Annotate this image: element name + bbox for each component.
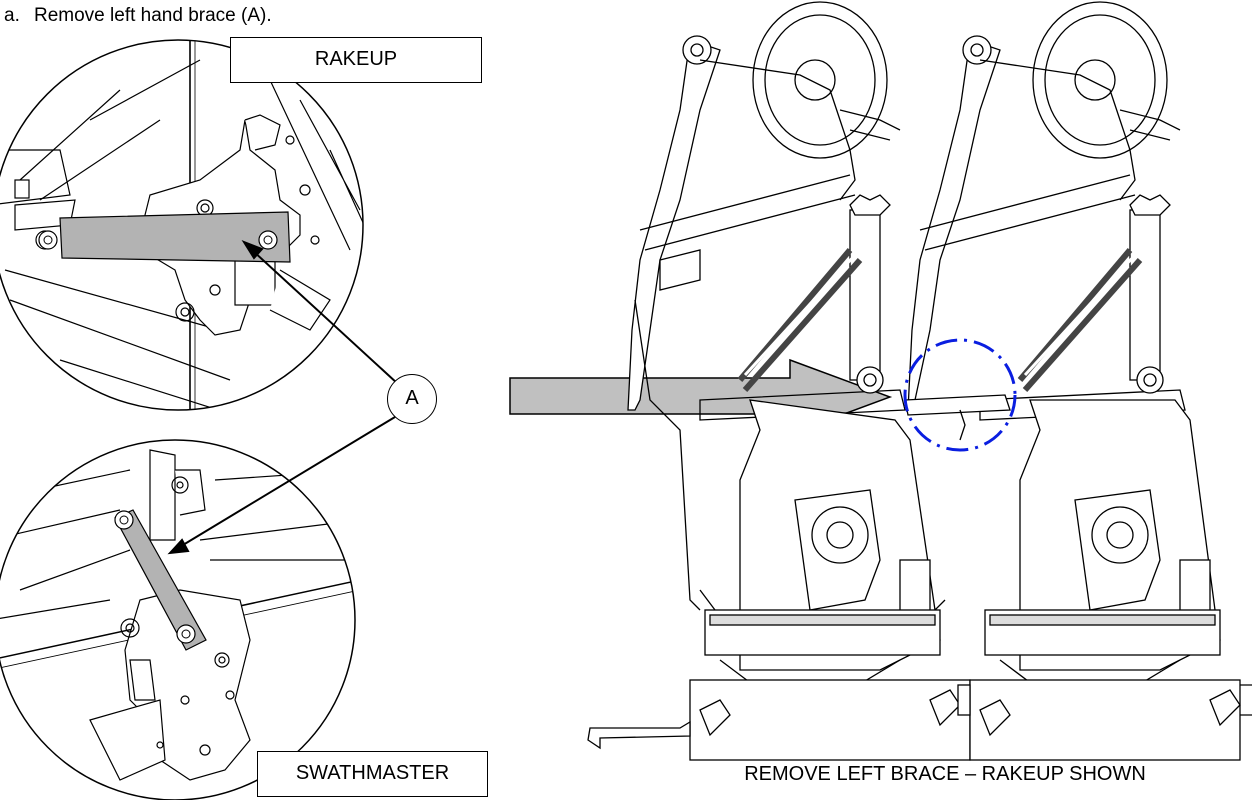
callout-a: A [387,374,437,424]
left-unit [587,1,971,761]
swathmaster-detail-view [0,439,356,800]
rakeup-label-box: RAKEUP [230,37,482,83]
callout-letter: A [405,387,419,409]
figure-caption: REMOVE LEFT BRACE – RAKEUP SHOWN [744,763,1146,785]
machine-drawing [587,1,1252,761]
leader-arrows [167,239,399,555]
instruction-line: a. Remove left hand brace (A). [4,5,272,27]
right-unit [907,1,1252,761]
rakeup-label: RAKEUP [314,48,398,70]
rakeup-detail-view [0,39,364,411]
swathmaster-label: SWATHMASTER [295,762,450,784]
highlight-circle [903,338,1017,452]
swathmaster-label-box: SWATHMASTER [257,751,488,797]
instruction-text: Remove left hand brace (A). [34,5,272,26]
brace-a-rakeup [59,211,291,263]
step-marker: a. [4,5,20,26]
